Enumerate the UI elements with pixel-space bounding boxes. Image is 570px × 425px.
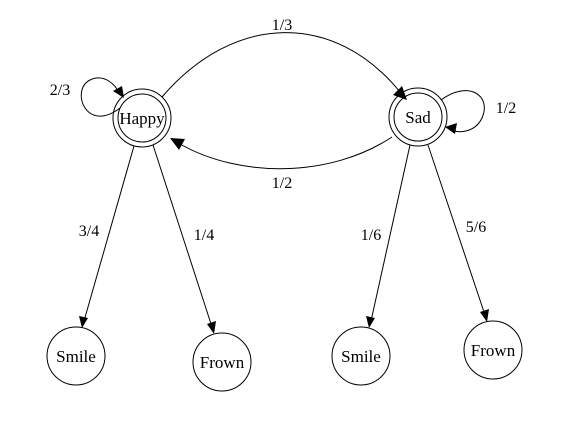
observation-sad-smile-circle xyxy=(331,326,391,386)
observation-happy-smile: Smile xyxy=(46,326,106,386)
state-happy-inner-ring xyxy=(117,93,167,143)
transition-sad-to-happy-label: 1/2 xyxy=(272,175,292,192)
observation-sad-smile-label: Smile xyxy=(341,347,381,366)
transition-happy-self-loop-arrowhead xyxy=(113,86,124,98)
observation-happy-smile-label: Smile xyxy=(56,347,96,366)
emission-sad-frown-label: 5/6 xyxy=(466,219,486,236)
transition-happy-self-loop-arc xyxy=(80,77,121,117)
emission-sad-smile-line xyxy=(370,144,411,322)
emission-sad-smile: 1/6 xyxy=(361,144,411,328)
transition-sad-self-loop-arrowhead xyxy=(445,123,457,134)
state-happy-label: Happy xyxy=(119,109,165,128)
emission-sad-smile-arrowhead xyxy=(366,316,375,328)
state-sad-outer-ring xyxy=(388,87,448,147)
state-happy-outer-ring xyxy=(112,88,172,148)
emission-happy-frown-arrowhead xyxy=(207,321,216,334)
transition-sad-to-happy: 1/2 xyxy=(170,136,393,192)
transition-sad-to-happy-arrowhead xyxy=(170,138,185,150)
state-sad-label: Sad xyxy=(405,108,431,127)
transition-happy-to-sad-label: 1/3 xyxy=(272,17,292,34)
transition-happy-self-loop-label: 2/3 xyxy=(50,82,70,99)
emission-sad-smile-label: 1/6 xyxy=(361,227,381,244)
state-sad-inner-ring xyxy=(393,92,443,142)
observation-happy-frown-label: Frown xyxy=(200,353,245,372)
emission-sad-frown-arrowhead xyxy=(480,309,489,322)
observation-sad-frown: Frown xyxy=(463,320,523,380)
observation-happy-smile-circle xyxy=(46,326,106,386)
observation-happy-frown: Frown xyxy=(192,332,252,392)
emission-sad-frown: 5/6 xyxy=(427,144,489,322)
transition-sad-self-loop-arc xyxy=(440,90,485,133)
transition-happy-self-loop: 2/3 xyxy=(50,77,124,117)
observation-sad-frown-circle xyxy=(463,320,523,380)
state-sad: Sad xyxy=(388,87,448,147)
transition-happy-to-sad-arc xyxy=(161,32,401,98)
state-happy: Happy xyxy=(112,88,172,148)
emission-happy-smile-arrowhead xyxy=(79,316,88,328)
transition-happy-to-sad-arrowhead xyxy=(393,86,407,100)
emission-happy-frown-line xyxy=(152,144,213,328)
emission-happy-frown-label: 1/4 xyxy=(194,227,214,244)
observation-happy-frown-circle xyxy=(192,332,252,392)
emission-happy-smile-label: 3/4 xyxy=(79,223,99,240)
transition-sad-to-happy-arc xyxy=(179,136,393,170)
emission-happy-smile: 3/4 xyxy=(79,145,135,328)
emission-happy-frown: 1/4 xyxy=(152,144,216,334)
emission-sad-frown-line xyxy=(427,144,486,316)
transition-happy-to-sad: 1/3 xyxy=(161,17,407,100)
transition-sad-self-loop-label: 1/2 xyxy=(496,100,516,117)
observation-sad-frown-label: Frown xyxy=(471,341,516,360)
emission-happy-smile-line xyxy=(83,145,135,322)
observation-sad-smile: Smile xyxy=(331,326,391,386)
transition-sad-self-loop: 1/2 xyxy=(440,90,516,134)
